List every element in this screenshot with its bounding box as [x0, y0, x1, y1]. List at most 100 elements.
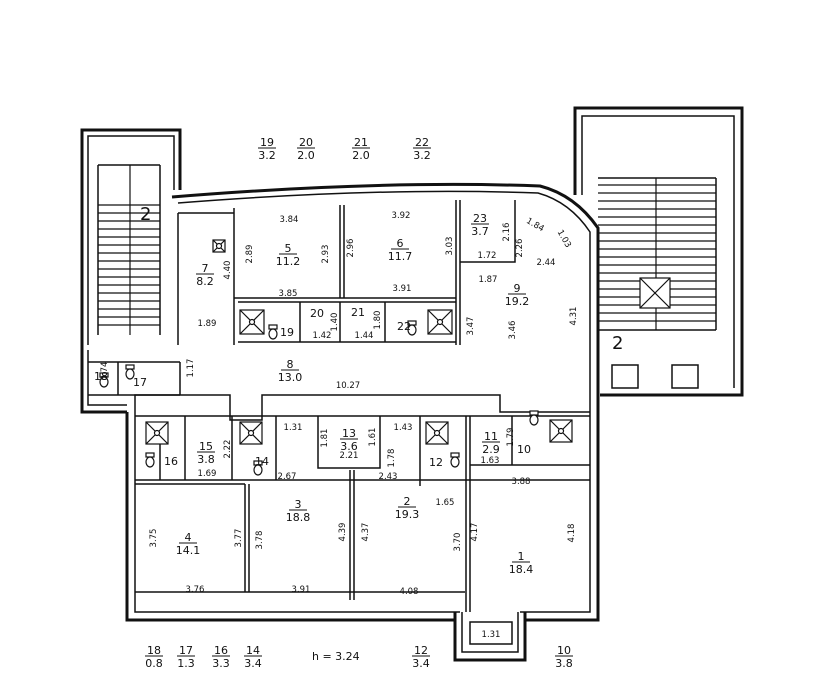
room-23-area: 3.7 [471, 225, 489, 238]
outer-walls [80, 106, 744, 662]
bottom-legend-14-area: 3.4 [244, 657, 262, 670]
small-room-18: 18 [94, 370, 108, 383]
dimension-label: 1.89 [198, 319, 217, 329]
room-8-area: 13.0 [278, 371, 303, 384]
dimension-label: 4.37 [361, 523, 371, 542]
top-legend-21-area: 2.0 [352, 149, 370, 162]
dimension-label: 0.74 [100, 362, 110, 381]
small-room-12: 12 [429, 456, 443, 469]
room-9-area: 19.2 [505, 295, 530, 308]
dimension-label: 1.65 [436, 498, 455, 508]
bottom-legend-12-area: 3.4 [412, 657, 430, 670]
fixtures [99, 239, 573, 476]
small-room-10: 10 [517, 443, 531, 456]
room-7-number: 7 [202, 262, 209, 275]
bottom-legend-10-number: 10 [557, 644, 571, 657]
small-room-19: 19 [280, 326, 294, 339]
dimension-label: 1.84 [524, 216, 545, 234]
room-3-number: 3 [295, 498, 302, 511]
bottom-legend-12-number: 12 [414, 644, 428, 657]
dimension-label: 2.43 [379, 472, 398, 482]
bottom-legend-17-area: 1.3 [177, 657, 195, 670]
dimension-label: 4.08 [400, 587, 419, 597]
dimension-label: 2.96 [346, 239, 356, 258]
dimension-label: 3.77 [234, 529, 244, 548]
dimension-label: 1.43 [394, 423, 413, 433]
dimension-label: 2.89 [245, 245, 255, 264]
dimension-label: 2.22 [223, 440, 233, 459]
bottom-legend-16-number: 16 [214, 644, 228, 657]
bottom-legend-14-number: 14 [246, 644, 260, 657]
dimension-label: 1.72 [478, 251, 497, 261]
dimension-label: 3.76 [186, 585, 205, 595]
bottom-legend-18-area: 0.8 [145, 657, 163, 670]
dimension-label: 3.47 [466, 317, 476, 336]
room-13-number: 13 [342, 427, 356, 440]
room-5-number: 5 [285, 242, 292, 255]
dimension-label: 1.40 [330, 313, 340, 332]
room-3-area: 18.8 [286, 511, 311, 524]
dimension-label: 1.79 [506, 428, 516, 447]
top-legend-20-number: 20 [299, 136, 313, 149]
small-room-20: 20 [310, 307, 324, 320]
room-6-area: 11.7 [388, 250, 413, 263]
room-2-area: 19.3 [395, 508, 420, 521]
height-label: h = 3.24 [312, 650, 360, 663]
top-legend-19-number: 19 [260, 136, 274, 149]
dimension-label: 4.40 [223, 261, 233, 280]
bottom-legend-16-area: 3.3 [212, 657, 230, 670]
dimension-label: 3.85 [279, 289, 298, 299]
room-labels: 511.2611.778.2813.0919.2233.7133.6153.81… [176, 212, 534, 576]
room-4-number: 4 [185, 531, 192, 544]
small-room-22: 22 [397, 320, 411, 333]
room-4-area: 14.1 [176, 544, 201, 557]
room-11-number: 11 [484, 430, 498, 443]
dimension-label: 2.44 [537, 258, 556, 268]
room-11-area: 2.9 [482, 443, 500, 456]
bottom-legend-18-number: 18 [147, 644, 161, 657]
top-legend-22-number: 22 [415, 136, 429, 149]
dimension-label: 3.70 [453, 533, 463, 552]
dimension-label: 3.92 [392, 211, 411, 221]
dimension-label: 3.91 [393, 284, 412, 294]
top-legend-22-area: 3.2 [413, 149, 431, 162]
dimension-label: 1.42 [313, 331, 332, 341]
dimension-label: 3.75 [149, 529, 159, 548]
room-15-number: 15 [199, 440, 213, 453]
dimension-label: 4.17 [470, 523, 480, 542]
right-staircase: 2 [598, 178, 716, 354]
room-2-number: 2 [404, 495, 411, 508]
room-8-number: 8 [287, 358, 294, 371]
room-1-number: 1 [518, 550, 525, 563]
dimension-label: 2.67 [278, 472, 297, 482]
room-23-number: 23 [473, 212, 487, 225]
dimension-label: 1.80 [373, 311, 383, 330]
dimension-label: 3.03 [445, 237, 455, 256]
dimension-label: 1.87 [479, 275, 498, 285]
small-room-14: 14 [255, 455, 269, 468]
dimension-label: 1.61 [368, 428, 378, 447]
dimension-label: 1.81 [320, 429, 330, 448]
dimension-label: 2.93 [321, 245, 331, 264]
top-legend-21-number: 21 [354, 136, 368, 149]
top-legend-19-area: 3.2 [258, 149, 276, 162]
room-1-area: 18.4 [509, 563, 534, 576]
dimension-label: 3.46 [508, 321, 518, 340]
room-9-number: 9 [514, 282, 521, 295]
dimension-label: 3.91 [292, 585, 311, 595]
top-legend-20-area: 2.0 [297, 149, 315, 162]
small-room-17: 17 [133, 376, 147, 389]
dimension-label: 2.21 [340, 451, 359, 461]
dimension-label: 10.27 [336, 381, 360, 391]
dimension-label: 3.78 [255, 531, 265, 550]
room-7-area: 8.2 [196, 275, 214, 288]
room-6-number: 6 [397, 237, 404, 250]
room-13-area: 3.6 [340, 440, 358, 453]
lower-walls [135, 415, 590, 612]
small-room-16: 16 [164, 455, 178, 468]
dimension-label: 1.31 [482, 630, 501, 640]
small-room-21: 21 [351, 306, 365, 319]
room-5-area: 11.2 [276, 255, 301, 268]
dimension-label: 3.88 [512, 477, 531, 487]
